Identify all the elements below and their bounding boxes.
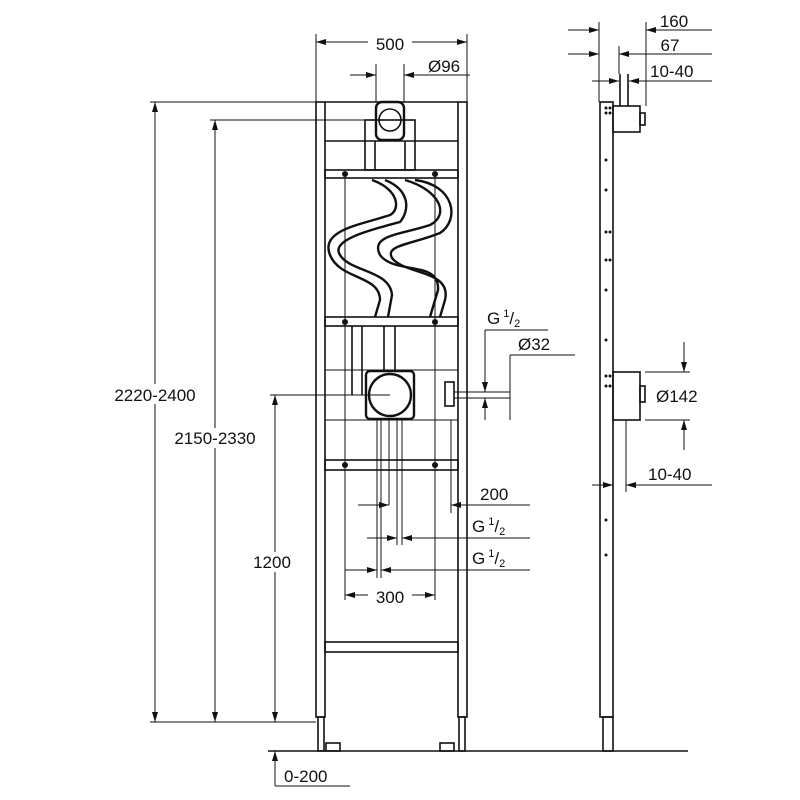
- adjust-top-label: 10-40: [650, 62, 693, 81]
- depth-67-label: 67: [661, 36, 680, 55]
- side-frame: [599, 74, 646, 752]
- box-height-label: 1200: [253, 553, 291, 572]
- front-dimensions: 500 Ø96 2220-2400 2150-2330 1200 0-200 G…: [104, 33, 575, 787]
- total-height-label: 2220-2400: [114, 386, 195, 405]
- outlet-diameter-label: Ø96: [428, 57, 460, 76]
- box-diameter-label: Ø142: [656, 387, 698, 406]
- foot-adjust-label: 0-200: [284, 767, 327, 786]
- spacing-300-label: 300: [376, 588, 404, 607]
- width-500-label: 500: [376, 35, 404, 54]
- depth-160-label: 160: [660, 12, 688, 31]
- offset-200-label: 200: [480, 485, 508, 504]
- pipe-diameter-label: Ø32: [518, 335, 550, 354]
- adjust-bottom-label: 10-40: [648, 465, 691, 484]
- outlet-height-label: 2150-2330: [174, 429, 255, 448]
- side-dimensions: 160 67 10-40 Ø142 10-40: [568, 12, 712, 492]
- front-frame: [315, 100, 510, 752]
